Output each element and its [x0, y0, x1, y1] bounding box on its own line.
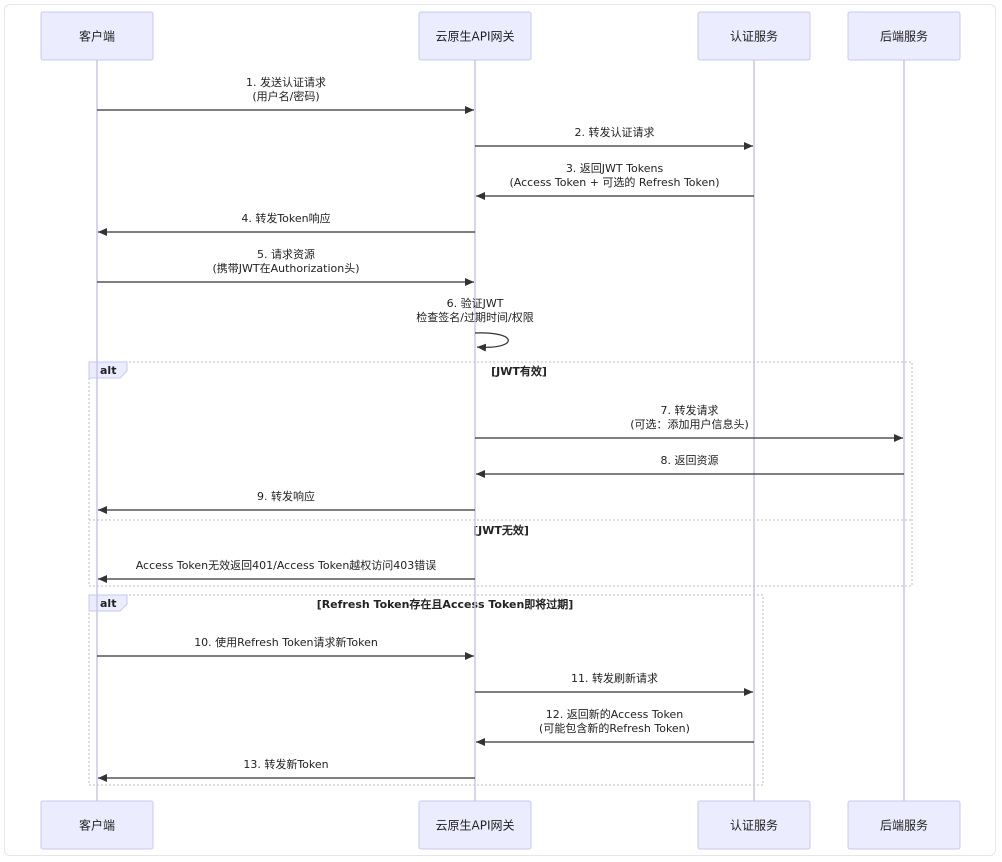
message-label-11-1: 10. 使用Refresh Token请求新Token	[194, 635, 378, 649]
message-label-10-1: Access Token无效返回401/Access Token越权访问403错…	[136, 558, 437, 572]
actor-box-backend-top	[847, 11, 961, 61]
actor-box-client-top	[40, 11, 154, 61]
actor-box-client-bottom	[40, 800, 154, 850]
message-arrow-6	[474, 332, 509, 352]
message-label-1-2: (用户名/密码)	[252, 89, 319, 103]
actor-label-client-top: 客户端	[79, 29, 115, 44]
message-label-7-1: 7. 转发请求	[661, 403, 719, 417]
message-label-13-2: (可能包含新的Refresh Token)	[539, 721, 690, 735]
message-label-2-1: 2. 转发认证请求	[575, 125, 655, 139]
message-label-14-1: 13. 转发新Token	[243, 757, 328, 771]
actor-box-gateway-bottom	[418, 800, 532, 850]
actor-box-auth-top	[697, 11, 811, 61]
message-label-7-2: (可选：添加用户信息头)	[630, 417, 749, 431]
message-label-13-1: 12. 返回新的Access Token	[546, 707, 683, 721]
message-label-8-1: 8. 返回资源	[661, 453, 719, 467]
message-label-3-1: 3. 返回JWT Tokens	[566, 162, 664, 175]
alt-fragment-label-2: alt	[100, 597, 116, 610]
alt-fragment-label-1: alt	[100, 364, 116, 377]
message-label-6-2: 检查签名/过期时间/权限	[416, 310, 533, 324]
alt-fragment-tag-1	[88, 361, 128, 379]
message-label-1-1: 1. 发送认证请求	[246, 75, 326, 89]
actor-label-gateway-top: 云原生API网关	[436, 30, 515, 44]
actor-label-backend-top: 后端服务	[880, 29, 928, 44]
actor-box-backend-bottom	[847, 800, 961, 850]
actor-label-client-bottom: 客户端	[79, 818, 115, 833]
fragments-layer: alt [JWT有效] [JWT无效] alt [Refresh Token存在且Acc…	[88, 361, 913, 786]
alt-fragment-2	[88, 594, 764, 786]
alt-fragment-1	[88, 361, 913, 587]
actor-label-auth-top: 认证服务	[730, 29, 778, 44]
actor-box-gateway-top	[418, 11, 532, 61]
messages-layer: 1. 发送认证请求(用户名/密码) 2. 转发认证请求 3. 返回JWT Token…	[97, 75, 904, 782]
alt-condition-2-1: [Refresh Token存在且Access Token即将过期]	[317, 597, 574, 611]
lifelines-layer	[96, 60, 905, 801]
actor-label-auth-bottom: 认证服务	[730, 818, 778, 833]
alt-condition-1-1: [JWT有效]	[491, 364, 547, 378]
message-label-12-1: 11. 转发刷新请求	[571, 671, 658, 685]
message-label-5-1: 5. 请求资源	[257, 247, 315, 261]
alt-fragment-tag-2	[88, 594, 128, 612]
actor-label-backend-bottom: 后端服务	[880, 818, 928, 833]
message-label-9-1: 9. 转发响应	[257, 489, 315, 503]
actor-label-gateway-bottom: 云原生API网关	[436, 819, 515, 833]
message-label-3-2: (Access Token + 可选的 Refresh Token)	[509, 175, 719, 189]
alt-condition-1-2: [JWT无效]	[473, 523, 529, 537]
message-label-4-1: 4. 转发Token响应	[241, 211, 330, 225]
message-label-6-1: 6. 验证JWT	[447, 296, 504, 310]
message-label-5-2: (携带JWT在Authorization头)	[212, 261, 359, 275]
actor-box-auth-bottom	[697, 800, 811, 850]
